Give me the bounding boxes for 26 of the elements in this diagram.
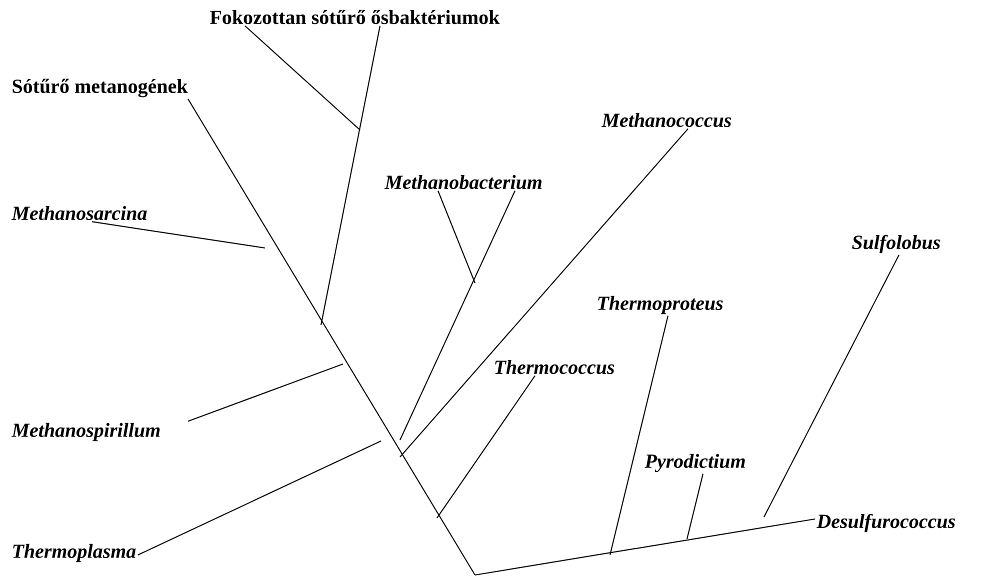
- taxon-label: Thermococcus: [495, 360, 614, 374]
- taxon-label: Desulfurococcus: [816, 514, 955, 532]
- taxon-label: Methanosarcina: [11, 206, 147, 220]
- taxon-label: Thermoplasma: [13, 544, 136, 562]
- branch-line: [188, 363, 344, 422]
- taxon-label: Pyrodictium: [644, 454, 745, 472]
- branch-line: [438, 190, 476, 284]
- branch-line: [92, 221, 266, 249]
- branch-line: [474, 518, 816, 576]
- branch-line: [244, 25, 360, 130]
- branch-line: [138, 440, 382, 556]
- branch-line: [609, 316, 669, 556]
- taxon-label: Sulfolobus: [852, 234, 940, 254]
- branch-line: [686, 474, 704, 540]
- branch-line: [764, 254, 900, 518]
- branch-line: [400, 128, 688, 458]
- taxon-label: Thermoproteus: [598, 296, 723, 314]
- branch-line: [400, 190, 516, 440]
- taxon-label: Fokozottan sótűrő ősbaktériumok: [210, 10, 500, 24]
- branch-line: [188, 98, 476, 576]
- taxon-label: Methanococcus: [601, 112, 732, 128]
- taxon-label: Methanobacterium: [384, 174, 542, 190]
- taxon-label: Sótűrő metanogének: [12, 78, 188, 98]
- branch-line: [320, 26, 381, 326]
- branch-line: [436, 375, 536, 518]
- taxon-label: Methanospirillum: [11, 422, 160, 442]
